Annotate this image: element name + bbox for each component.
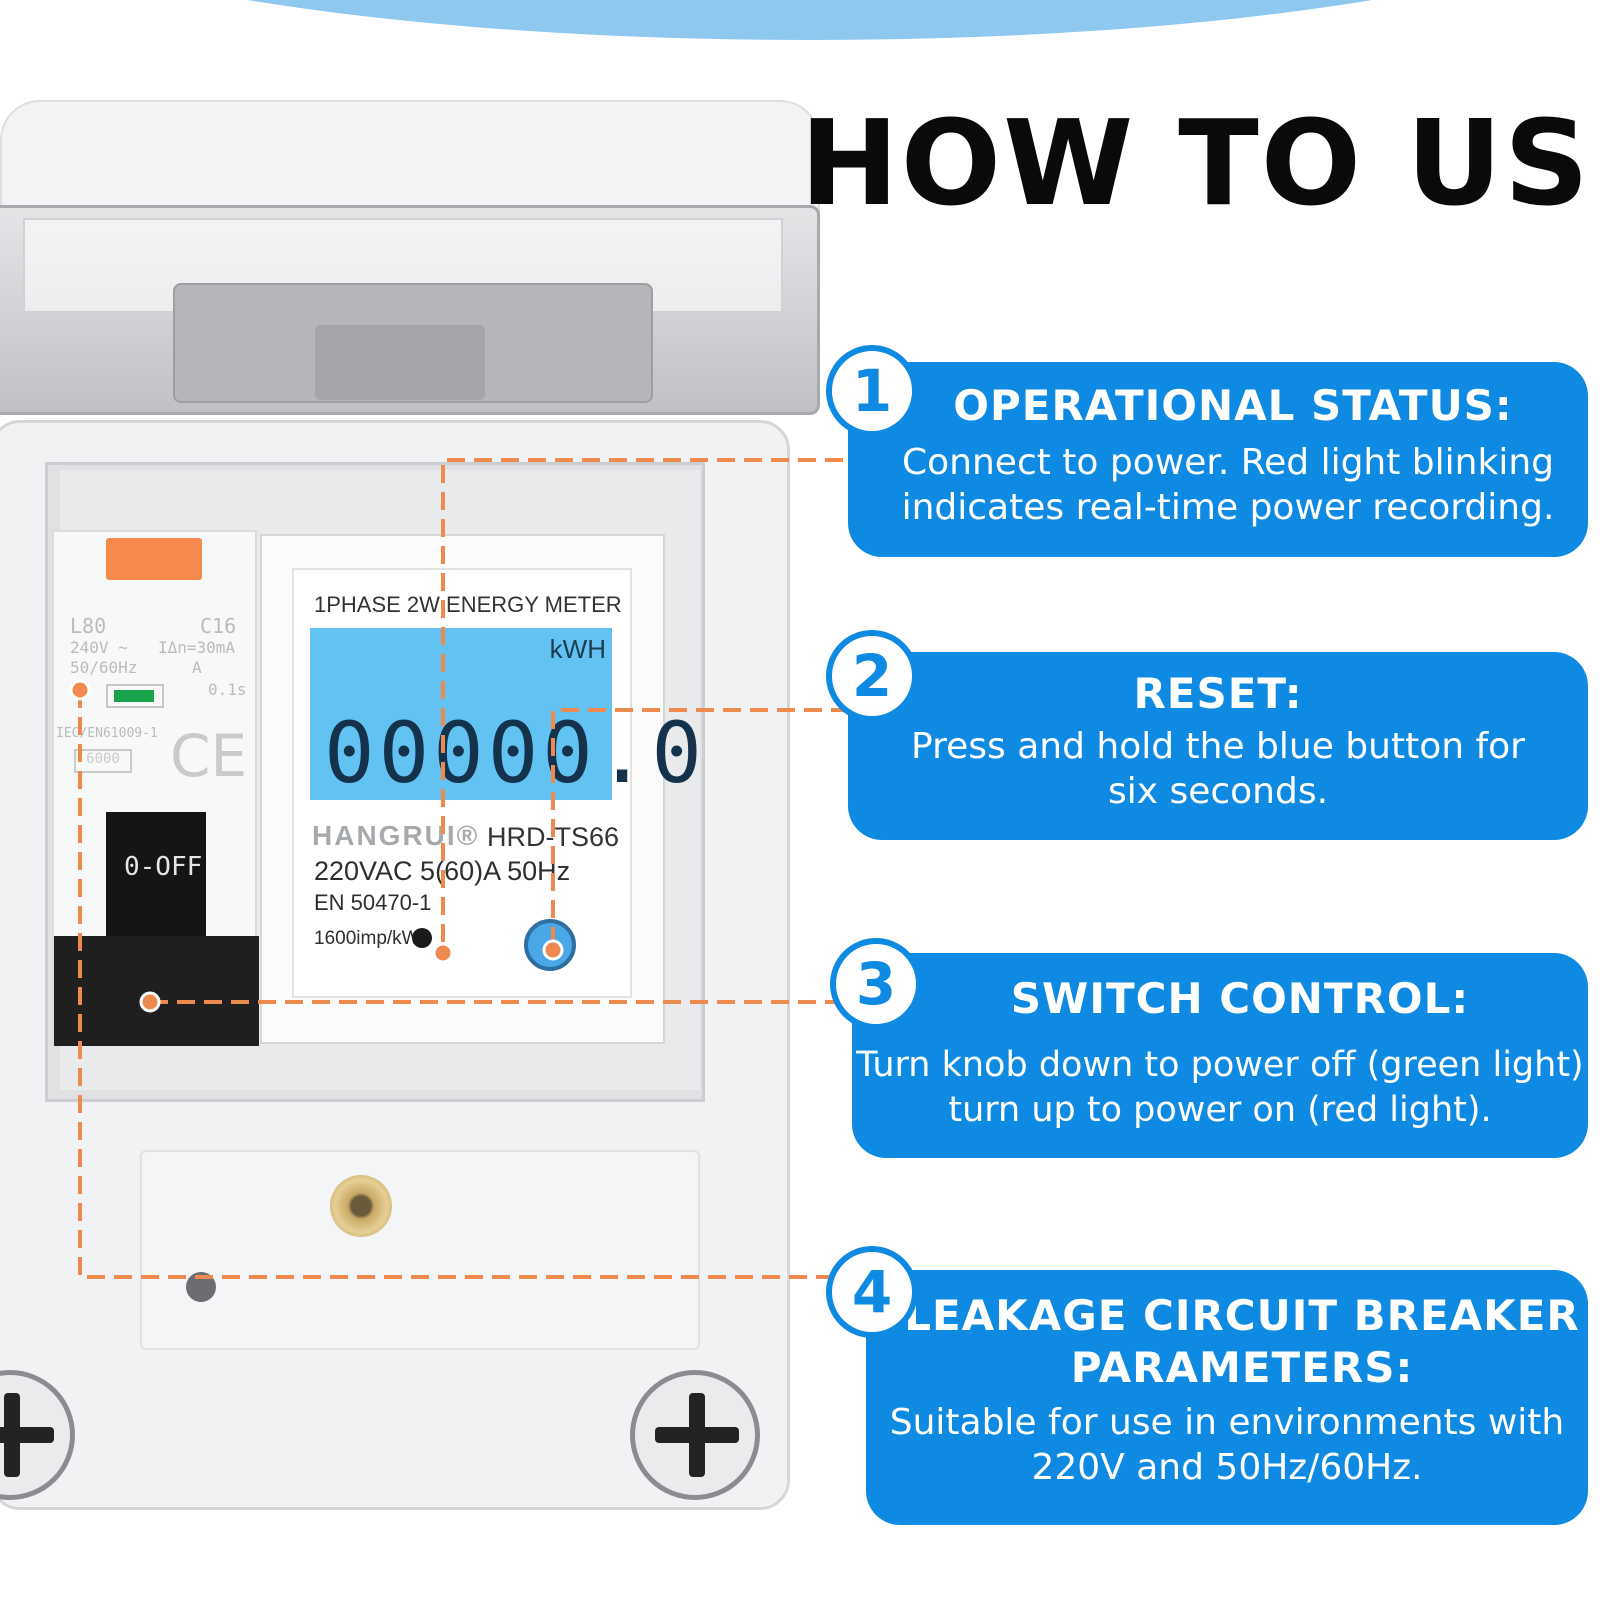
step-4-title-line2: PARAMETERS: xyxy=(1070,1343,1414,1392)
breaker-type: A xyxy=(192,658,202,677)
breaker-handle: 0-OFF xyxy=(106,812,206,942)
step-badge-2: 2 xyxy=(826,630,918,722)
step-card-1: OPERATIONAL STATUS: Connect to power. Re… xyxy=(848,362,1588,557)
rcbo-breaker: L80 C16 240V ~ IΔn=30mA 50/60Hz A 0.1s I… xyxy=(52,530,259,1046)
breaker-sensitivity: IΔn=30mA xyxy=(158,638,236,657)
breaker-handle-base xyxy=(54,936,259,1046)
transparent-lid xyxy=(0,205,820,415)
breaker-trip-time: 0.1s xyxy=(208,680,247,699)
step-badge-4: 4 xyxy=(826,1246,918,1338)
breaker-capacity: 6000 xyxy=(74,749,132,773)
step-1-title: OPERATIONAL STATUS: xyxy=(953,381,1513,430)
ce-mark-icon: CE xyxy=(170,722,248,790)
meter-reading: 00000.0 xyxy=(324,704,707,802)
step-badge-3: 3 xyxy=(830,938,922,1030)
lid-hinge xyxy=(0,100,820,220)
meter-unit: kWH xyxy=(549,634,606,664)
step-3-text-line2: turn up to power on (red light). xyxy=(948,1090,1492,1130)
step-4-text-line1: Suitable for use in environments with xyxy=(889,1402,1565,1443)
step-3-text-line1: Turn knob down to power off (green light… xyxy=(856,1045,1584,1085)
meter-heading: 1PHASE 2W ENERGY METER xyxy=(314,592,622,617)
step-2-title: RESET: xyxy=(1133,669,1303,718)
pulse-led-icon xyxy=(412,928,432,948)
step-1-text-line2: indicates real-time power recording. xyxy=(901,487,1555,528)
consumer-unit-illustration: L80 C16 240V ~ IΔn=30mA 50/60Hz A 0.1s I… xyxy=(0,100,820,1510)
page-title: HOW TO USE xyxy=(800,94,1600,232)
breaker-standard: IEC/EN61009-1 xyxy=(56,726,158,741)
screw-right-icon xyxy=(630,1370,760,1500)
step-2-text-line1: Press and hold the blue button for xyxy=(911,726,1525,767)
step-card-2: RESET: Press and hold the blue button fo… xyxy=(848,652,1588,840)
breaker-test-button xyxy=(106,538,202,580)
step-badge-1: 1 xyxy=(826,345,918,437)
mounting-hole xyxy=(186,1272,216,1302)
breaker-rating-right: C16 xyxy=(200,614,237,638)
lid-latch xyxy=(173,283,653,403)
step-4-title-line1: LEAKAGE CIRCUIT BREAKER xyxy=(904,1291,1580,1340)
enclosure-lower-panel xyxy=(140,1150,700,1350)
breaker-frequency: 50/60Hz xyxy=(70,658,138,677)
breaker-status-led xyxy=(106,684,164,708)
meter-reset-button[interactable] xyxy=(524,919,576,971)
step-4-text-line2: 220V and 50Hz/60Hz. xyxy=(1031,1447,1423,1488)
step-card-3: SWITCH CONTROL: Turn knob down to power … xyxy=(852,953,1588,1158)
step-1-text-line1: Connect to power. Red light blinking xyxy=(902,442,1554,483)
step-card-4: LEAKAGE CIRCUIT BREAKER PARAMETERS: Suit… xyxy=(866,1270,1588,1525)
breaker-handle-label: 0-OFF xyxy=(124,852,203,882)
brass-insert-icon xyxy=(330,1175,392,1237)
meter-standard: EN 50470-1 xyxy=(314,890,432,915)
meter-brand: HANGRUI® xyxy=(312,820,480,851)
meter-model: HRD-TS66 xyxy=(487,822,620,852)
meter-lcd-display: kWH 00000.0 xyxy=(310,628,702,800)
meter-rating: 220VAC 5(60)A 50Hz xyxy=(314,856,571,886)
breaker-voltage: 240V ~ xyxy=(70,638,128,657)
step-3-title: SWITCH CONTROL: xyxy=(1010,974,1470,1023)
step-2-text-line2: six seconds. xyxy=(1107,771,1329,812)
breaker-rating-left: L80 xyxy=(70,614,107,638)
energy-meter: 1PHASE 2W ENERGY METER kWH 00000.0 HANGR… xyxy=(260,534,702,1044)
